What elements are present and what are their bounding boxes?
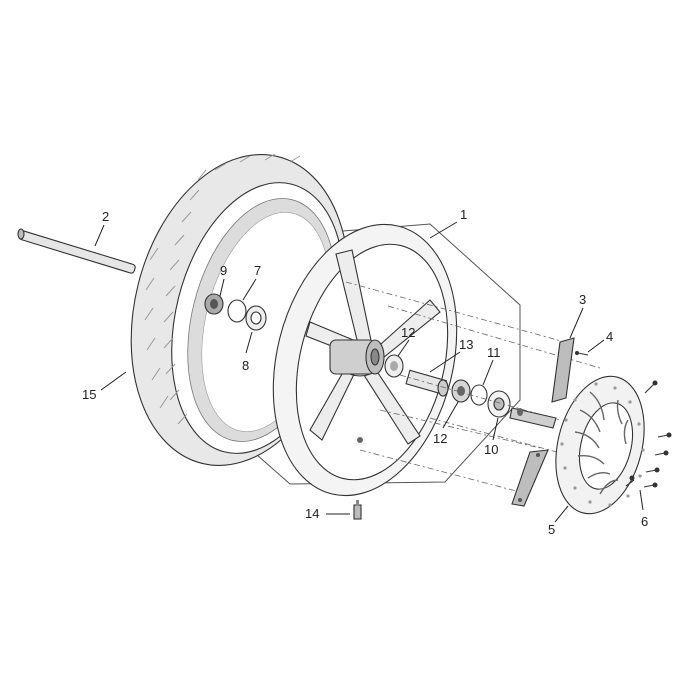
callout-4: 4 xyxy=(606,329,613,344)
bearing-12-lower xyxy=(451,379,471,403)
callout-9: 9 xyxy=(220,263,227,278)
brake-disc xyxy=(555,375,645,515)
wheel-rim xyxy=(272,223,458,497)
callout-11: 11 xyxy=(487,345,501,360)
callout-3: 3 xyxy=(579,292,586,307)
seal-7 xyxy=(227,299,247,323)
callout-8: 8 xyxy=(242,358,249,373)
screw-4 xyxy=(575,351,589,356)
tire-valve xyxy=(353,500,362,520)
spacer-tube-13 xyxy=(405,369,449,397)
callout-10: 10 xyxy=(484,442,498,457)
seal-11 xyxy=(470,384,488,406)
bearing-8 xyxy=(245,305,267,331)
disc-bolts xyxy=(625,380,672,488)
callout-labels: 1 2 3 4 5 6 7 8 9 10 11 12 12 13 14 15 xyxy=(82,207,648,537)
callout-6: 6 xyxy=(641,514,648,529)
callout-12-upper: 12 xyxy=(401,325,415,340)
bracket-middle xyxy=(509,407,557,429)
callout-12-lower: 12 xyxy=(433,431,447,446)
axle xyxy=(17,228,136,274)
callout-5: 5 xyxy=(548,522,555,537)
callout-13: 13 xyxy=(459,337,473,352)
callout-2: 2 xyxy=(102,209,109,224)
bracket-3 xyxy=(551,337,575,403)
callout-1: 1 xyxy=(460,207,467,222)
callout-14: 14 xyxy=(305,506,319,521)
spacer-10 xyxy=(487,390,511,418)
spacer-9 xyxy=(204,293,224,315)
leader-lines xyxy=(94,221,644,523)
callout-15: 15 xyxy=(82,387,96,402)
callout-7: 7 xyxy=(254,263,261,278)
bearing-12-upper xyxy=(384,354,404,378)
bracket-lower xyxy=(511,449,549,507)
